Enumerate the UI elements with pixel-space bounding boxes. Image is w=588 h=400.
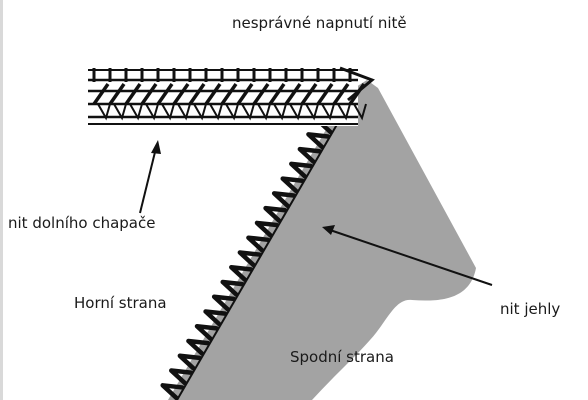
label-looper-thread: nit dolního chapače (8, 216, 155, 231)
pointer-arrow-looper (140, 140, 161, 213)
looper-stitch-band (88, 68, 372, 126)
label-upper-side: Horní strana (74, 296, 167, 311)
label-lower-side: Spodní strana (290, 350, 394, 365)
label-needle-thread: nit jehly (500, 302, 560, 317)
diagram-title: nesprávné napnutí nitě (232, 16, 407, 31)
